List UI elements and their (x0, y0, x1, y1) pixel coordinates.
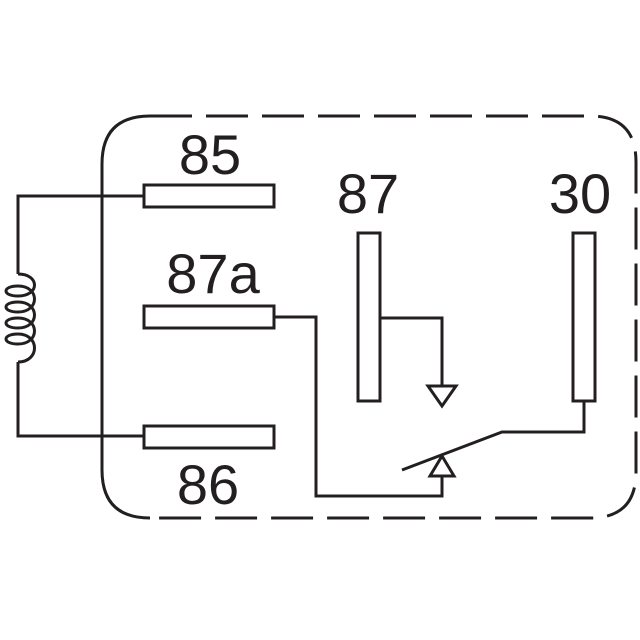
coil-wire-top (16, 194, 144, 274)
terminal-85 (142, 183, 276, 209)
normally-closed-contact-arrow (427, 453, 457, 478)
housing-outline-solid (100, 114, 151, 520)
coil-wire-bottom (16, 362, 144, 438)
coil (4, 194, 144, 438)
pin-label-86: 86 (177, 453, 239, 516)
normally-open-contact-arrow (425, 384, 459, 409)
terminal-86 (142, 424, 276, 450)
wire-87a-to-contact (274, 315, 444, 498)
coil-winding (4, 272, 36, 364)
pin-label-85: 85 (179, 123, 241, 186)
pin-label-30: 30 (549, 162, 611, 225)
pin-label-87: 87 (337, 162, 399, 225)
pin-label-87a: 87a (166, 242, 260, 305)
wire-87-to-contact (380, 316, 444, 386)
housing-outline-dashed (150, 114, 638, 520)
terminal-30 (571, 231, 597, 403)
terminal-87a (142, 304, 276, 330)
wire-30-to-switch (401, 401, 586, 472)
terminal-87 (356, 231, 382, 403)
